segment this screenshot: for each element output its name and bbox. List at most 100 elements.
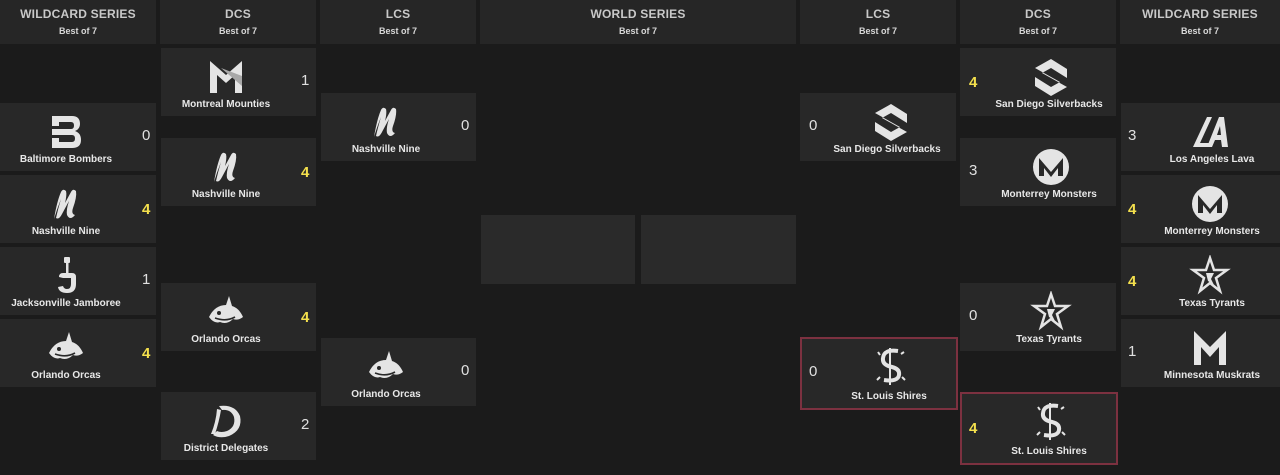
team-card-texas-tyrants[interactable]: Texas Tyrants 4 (1121, 247, 1280, 315)
team-name: Texas Tyrants (1016, 334, 1082, 345)
header-title: WILDCARD SERIES (1142, 7, 1258, 21)
series-score: 4 (301, 309, 310, 326)
team-name: Nashville Nine (191, 189, 261, 200)
team-card-st-louis-shires-selected[interactable]: St. Louis Shires 4 (960, 392, 1118, 465)
jacksonville-jamboree-logo-icon (58, 257, 76, 293)
team-card-nashville-nine[interactable]: Nashville Nine 4 (161, 138, 316, 206)
team-card-baltimore-bombers[interactable]: Baltimore Bombers 0 (0, 103, 156, 171)
team-name: San Diego Silverbacks (995, 99, 1103, 110)
team-card-monterrey-monsters[interactable]: Monterrey Monsters 3 (960, 138, 1116, 206)
team-name: District Delegates (183, 443, 269, 454)
series-score: 4 (142, 345, 151, 362)
series-score: 4 (301, 164, 310, 181)
team-card-san-diego-silverbacks[interactable]: San Diego Silverbacks 4 (960, 48, 1116, 116)
district-delegates-logo-icon (211, 405, 241, 438)
team-name: San Diego Silverbacks (833, 144, 941, 155)
nashville-nine-logo-icon (374, 107, 397, 137)
header-subtitle: Best of 7 (378, 26, 417, 36)
header-subtitle: Best of 7 (1180, 26, 1219, 36)
series-score: 4 (1128, 201, 1137, 218)
monterrey-monsters-logo-icon (1192, 186, 1228, 222)
header-title: LCS (385, 7, 411, 21)
header-lcs-right: LCS Best of 7 (800, 0, 956, 44)
series-score: 0 (809, 117, 818, 134)
team-card-orlando-orcas[interactable]: Orlando Orcas 4 (0, 319, 156, 387)
team-card-orlando-orcas[interactable]: Orlando Orcas 0 (321, 338, 476, 406)
team-name: Montreal Mounties (181, 99, 271, 110)
team-card-minnesota-muskrats[interactable]: Minnesota Muskrats 1 (1121, 319, 1280, 387)
team-name: Monterrey Monsters (1164, 226, 1260, 237)
team-name: Orlando Orcas (351, 389, 421, 400)
series-score: 3 (969, 162, 978, 179)
world-series-slot-left[interactable] (481, 215, 635, 284)
header-subtitle: Best of 7 (1018, 26, 1057, 36)
team-card-texas-tyrants[interactable]: Texas Tyrants 0 (960, 283, 1116, 351)
world-series-slot-right[interactable] (641, 215, 796, 284)
los-angeles-lava-logo-icon (1193, 117, 1228, 147)
header-subtitle: Best of 7 (218, 26, 257, 36)
orlando-orcas-logo-icon (209, 296, 243, 323)
series-score: 4 (1128, 273, 1137, 290)
minnesota-muskrats-logo-icon (1194, 331, 1226, 365)
team-card-st-louis-shires-selected[interactable]: St. Louis Shires 0 (800, 337, 958, 410)
team-name: Minnesota Muskrats (1163, 370, 1261, 381)
st-louis-shires-logo-icon (876, 348, 906, 385)
team-name: Orlando Orcas (31, 370, 101, 381)
monterrey-monsters-logo-icon (1033, 149, 1069, 185)
series-score: 0 (461, 362, 470, 379)
team-card-san-diego-silverbacks[interactable]: San Diego Silverbacks 0 (800, 93, 956, 161)
team-name: Texas Tyrants (1179, 298, 1245, 309)
team-card-district-delegates[interactable]: District Delegates 2 (161, 392, 316, 460)
team-name: Nashville Nine (31, 226, 101, 237)
team-name: Monterrey Monsters (1001, 189, 1097, 200)
montreal-mounties-logo-icon (210, 61, 242, 93)
team-name: Nashville Nine (351, 144, 421, 155)
team-card-los-angeles-lava[interactable]: Los Angeles Lava 3 (1121, 103, 1280, 171)
header-wildcard-right: WILDCARD SERIES Best of 7 (1120, 0, 1280, 44)
san-diego-silverbacks-logo-icon (1035, 59, 1067, 96)
header-title: WILDCARD SERIES (20, 7, 136, 21)
baltimore-bombers-logo-icon (47, 116, 81, 148)
header-subtitle: Best of 7 (618, 26, 657, 36)
header-lcs-left: LCS Best of 7 (320, 0, 476, 44)
nashville-nine-logo-icon (54, 189, 77, 219)
series-score: 1 (301, 72, 310, 89)
team-card-monterrey-monsters[interactable]: Monterrey Monsters 4 (1121, 175, 1280, 243)
header-subtitle: Best of 7 (58, 26, 97, 36)
header-wildcard-left: WILDCARD SERIES Best of 7 (0, 0, 156, 44)
header-dcs-left: DCS Best of 7 (160, 0, 316, 44)
orlando-orcas-logo-icon (369, 351, 403, 378)
header-dcs-right: DCS Best of 7 (960, 0, 1116, 44)
team-card-jacksonville-jamboree[interactable]: Jacksonville Jamboree 1 (0, 247, 156, 315)
team-card-orlando-orcas[interactable]: Orlando Orcas 4 (161, 283, 316, 351)
series-score: 1 (1128, 343, 1137, 360)
series-score: 4 (142, 201, 151, 218)
series-score: 4 (969, 420, 978, 437)
series-score: 1 (142, 271, 151, 288)
series-score: 3 (1128, 127, 1137, 144)
san-diego-silverbacks-logo-icon (875, 104, 907, 141)
team-card-nashville-nine[interactable]: Nashville Nine 0 (321, 93, 476, 161)
texas-tyrants-logo-icon (1030, 291, 1072, 331)
st-louis-shires-logo-icon (1036, 403, 1066, 440)
texas-tyrants-logo-icon (1189, 255, 1231, 295)
team-card-nashville-nine[interactable]: Nashville Nine 4 (0, 175, 156, 243)
team-name: St. Louis Shires (1011, 446, 1087, 457)
series-score: 0 (461, 117, 470, 134)
team-name: Jacksonville Jamboree (11, 298, 121, 309)
team-card-montreal-mounties[interactable]: Montreal Mounties 1 (161, 48, 316, 116)
series-score: 0 (809, 363, 818, 380)
header-title: LCS (865, 7, 891, 21)
header-world-series: WORLD SERIES Best of 7 (480, 0, 796, 44)
header-subtitle: Best of 7 (858, 26, 897, 36)
orlando-orcas-logo-icon (49, 332, 83, 359)
team-name: St. Louis Shires (851, 391, 927, 402)
series-score: 0 (142, 127, 151, 144)
team-name: Los Angeles Lava (1169, 154, 1255, 165)
team-name: Orlando Orcas (191, 334, 261, 345)
header-title: WORLD SERIES (590, 7, 686, 21)
nashville-nine-logo-icon (214, 152, 237, 182)
header-title: DCS (225, 7, 251, 21)
series-score: 0 (969, 307, 978, 324)
series-score: 2 (301, 416, 310, 433)
